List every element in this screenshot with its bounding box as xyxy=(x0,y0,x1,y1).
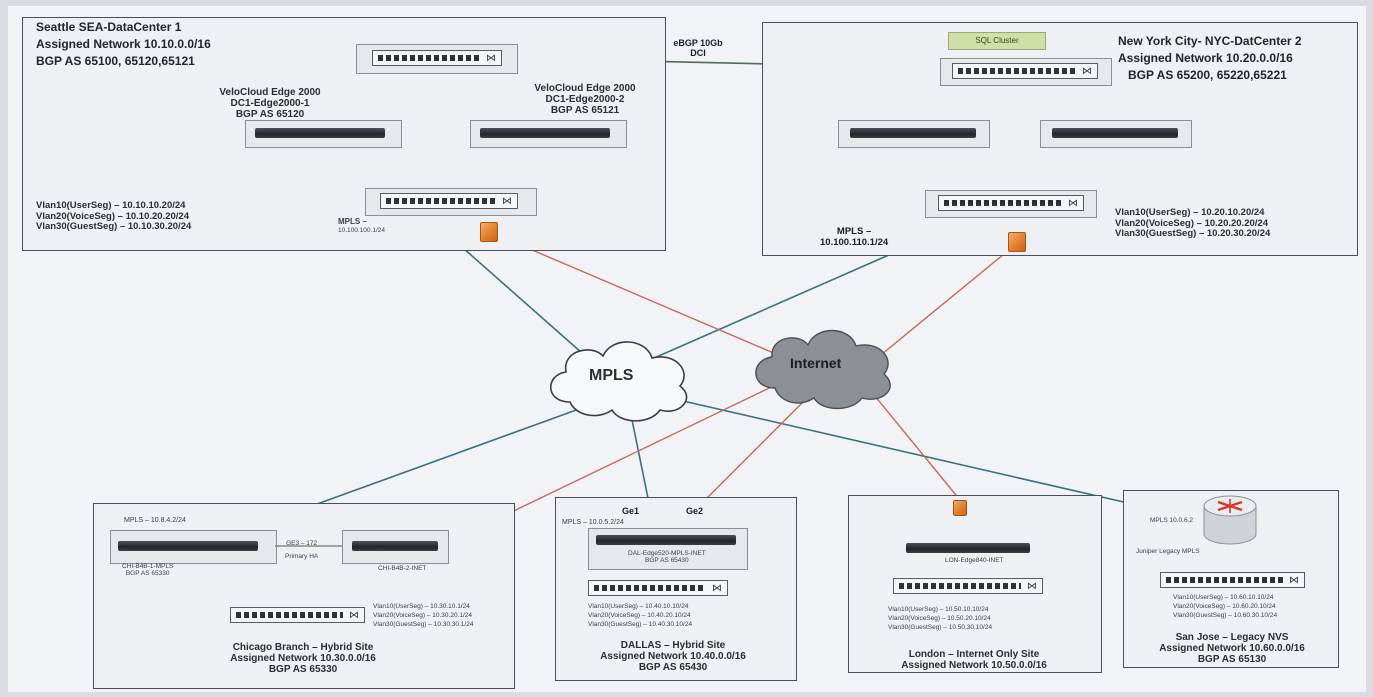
internet-link xyxy=(869,389,961,501)
seattle-title: Seattle SEA-DataCenter 1 xyxy=(36,20,182,34)
nyc-firewall-icon xyxy=(1008,232,1026,252)
nyc-access-switch: ⋈ xyxy=(938,195,1084,211)
london-edge-device xyxy=(906,543,1030,553)
dallas-mpls-label: MPLS – 10.0.5.2/24 xyxy=(562,519,624,526)
nyc-mpls-label: MPLS –10.100.110.1/24 xyxy=(820,226,889,248)
dallas-switch: ⋈ xyxy=(588,580,728,596)
internet-link xyxy=(469,377,791,533)
dallas-ge2-label: Ge2 xyxy=(686,506,704,516)
nyc-edge1-device xyxy=(850,128,976,138)
seattle-edge2-device xyxy=(480,128,610,138)
london-edge-label: LON-Edge840-INET xyxy=(945,557,1004,564)
newyork-bgp: BGP AS 65200, 65220,65221 xyxy=(1128,68,1287,82)
sanjose-switch: ⋈ xyxy=(1160,572,1305,588)
chicago-mpls-label: MPLS – 10.8.4.2/24 xyxy=(124,517,186,524)
chicago-edge2-label: CHI-B4B-2-INET xyxy=(378,565,427,572)
switch-icon: ⋈ xyxy=(1082,65,1092,77)
sanjose-router-label: Juniper Legacy MPLS xyxy=(1136,548,1200,555)
switch-icon: ⋈ xyxy=(502,195,512,207)
chicago-edge2-device xyxy=(352,541,438,551)
seattle-edge1-device xyxy=(255,128,385,138)
seattle-core-switch: ⋈ xyxy=(372,50,502,66)
switch-icon: ⋈ xyxy=(486,52,496,64)
london-firewall-icon xyxy=(953,500,967,516)
seattle-bgp: BGP AS 65100, 65120,65121 xyxy=(36,54,195,68)
switch-icon: ⋈ xyxy=(712,582,722,594)
chicago-edge1-device xyxy=(118,541,258,551)
sql-cluster-badge: SQL Cluster xyxy=(948,32,1046,50)
sanjose-mpls-label: MPLS 10.0.6.2 xyxy=(1150,517,1193,524)
router-icon xyxy=(1203,495,1257,545)
switch-icon: ⋈ xyxy=(1068,197,1078,209)
internet-link xyxy=(489,231,791,361)
mpls-link xyxy=(629,409,651,509)
chicago-switch: ⋈ xyxy=(230,607,365,623)
switch-icon: ⋈ xyxy=(1289,574,1299,586)
internet-link xyxy=(864,244,1016,369)
seattle-network: Assigned Network 10.10.0.0/16 xyxy=(36,37,211,51)
switch-icon: ⋈ xyxy=(1027,580,1037,592)
internet-cloud-icon xyxy=(755,329,891,410)
newyork-network: Assigned Network 10.20.0.0/16 xyxy=(1118,51,1293,65)
dallas-edge-device xyxy=(596,535,736,545)
seattle-mpls-label: MPLS –10.100.100.1/24 xyxy=(338,217,385,234)
newyork-title: New York City- NYC-DatCenter 2 xyxy=(1118,34,1302,48)
mpls-cloud-icon xyxy=(549,341,688,422)
london-switch: ⋈ xyxy=(893,578,1043,594)
internet-cloud-label: Internet xyxy=(790,355,842,371)
nyc-edge2-device xyxy=(1052,128,1178,138)
switch-icon: ⋈ xyxy=(349,609,359,621)
seattle-access-switch: ⋈ xyxy=(380,193,518,209)
mpls-cloud-label: MPLS xyxy=(589,367,634,384)
seattle-firewall-icon xyxy=(480,222,498,242)
dallas-ge1-label: Ge1 xyxy=(622,506,640,516)
nyc-core-switch: ⋈ xyxy=(952,63,1098,79)
internet-link xyxy=(689,394,811,516)
